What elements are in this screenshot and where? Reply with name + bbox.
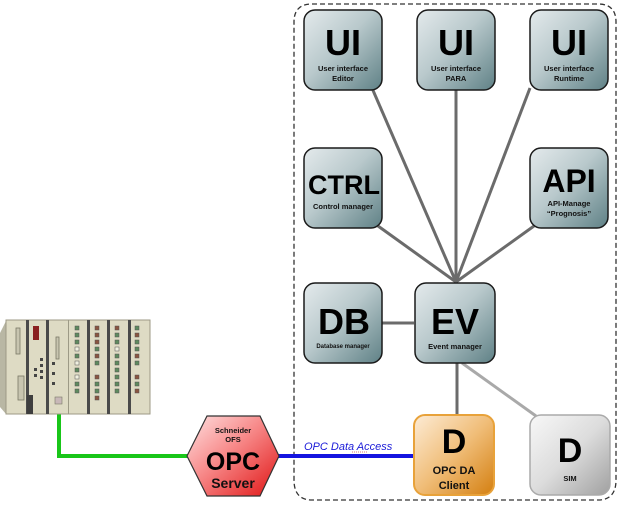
module-title: UI bbox=[325, 22, 361, 63]
plc-led bbox=[114, 388, 120, 394]
system-boundary bbox=[293, 3, 617, 501]
opc-data-access-label: OPC Data Access bbox=[304, 441, 393, 453]
module-title: UI bbox=[438, 22, 474, 63]
plc-led bbox=[94, 374, 100, 380]
plc-led bbox=[74, 325, 80, 331]
plc-led bbox=[134, 332, 140, 338]
module-subtitle: API-Manage bbox=[548, 199, 591, 208]
plc-led bbox=[114, 325, 120, 331]
opc-server-vendor: Schneider bbox=[215, 426, 251, 435]
plc-led bbox=[74, 367, 80, 373]
plc-led bbox=[134, 339, 140, 345]
plc-led bbox=[134, 374, 140, 380]
module-title: CTRL bbox=[308, 170, 380, 200]
plc-led bbox=[74, 346, 80, 352]
plc-led bbox=[74, 381, 80, 387]
plc-led bbox=[114, 381, 120, 387]
module-subtitle: OPC DA bbox=[433, 465, 476, 477]
module-title: UI bbox=[551, 22, 587, 63]
plc-led bbox=[94, 353, 100, 359]
plc-led bbox=[74, 332, 80, 338]
opc-server-title: OPC bbox=[206, 448, 260, 476]
plc-led bbox=[74, 388, 80, 394]
module-d-sim[interactable]: D SIM bbox=[529, 414, 611, 496]
plc-led bbox=[94, 346, 100, 352]
opc-server-subtitle: Server bbox=[211, 475, 255, 491]
plc-led bbox=[134, 381, 140, 387]
plc-led bbox=[94, 325, 100, 331]
plc-led bbox=[134, 325, 140, 331]
module-ui-editor[interactable]: UI User interface Editor bbox=[303, 9, 383, 91]
plc-led bbox=[74, 360, 80, 366]
module-subtitle: Client bbox=[439, 480, 470, 492]
module-title: D bbox=[442, 423, 467, 461]
plc-led bbox=[134, 360, 140, 366]
plc-led bbox=[94, 381, 100, 387]
plc-led bbox=[114, 346, 120, 352]
module-title: DB bbox=[318, 301, 370, 342]
plc-led bbox=[114, 367, 120, 373]
module-subtitle: “Prognosis” bbox=[547, 209, 591, 218]
plc-led bbox=[94, 332, 100, 338]
module-db[interactable]: DB Database manager bbox=[303, 282, 383, 364]
plc-led bbox=[74, 339, 80, 345]
plc-led bbox=[134, 353, 140, 359]
module-subtitle: Runtime bbox=[554, 74, 584, 83]
module-api[interactable]: API API-Manage “Prognosis” bbox=[529, 147, 609, 229]
connector-ev-sim bbox=[461, 361, 537, 418]
plc-led bbox=[74, 353, 80, 359]
module-subtitle: Event manager bbox=[428, 342, 482, 351]
module-title: EV bbox=[431, 301, 479, 342]
plc-led bbox=[114, 339, 120, 345]
plc-led bbox=[94, 388, 100, 394]
module-d-opc-client[interactable]: D OPC DA Client bbox=[413, 414, 495, 496]
plc-led bbox=[134, 388, 140, 394]
module-title: D bbox=[558, 432, 583, 470]
module-title: API bbox=[542, 163, 595, 199]
module-subtitle: PARA bbox=[446, 74, 467, 83]
module-subtitle: SIM bbox=[563, 474, 576, 483]
connector-ui-runtime-ev bbox=[454, 87, 532, 283]
opc-server-product: OFS bbox=[225, 435, 240, 444]
connector-ui-editor-ev bbox=[370, 87, 458, 283]
plc-led bbox=[114, 374, 120, 380]
module-ui-para[interactable]: UI User interface PARA bbox=[416, 9, 496, 91]
fieldbus-cable bbox=[57, 404, 188, 458]
module-subtitle: User interface bbox=[544, 64, 594, 73]
module-ctrl[interactable]: CTRL Control manager bbox=[303, 147, 383, 229]
module-subtitle: User interface bbox=[431, 64, 481, 73]
plc-led bbox=[114, 360, 120, 366]
plc-led bbox=[114, 353, 120, 359]
module-ev[interactable]: EV Event manager bbox=[414, 282, 496, 364]
module-subtitle: Database manager bbox=[316, 344, 370, 350]
connectors bbox=[370, 87, 537, 418]
module-subtitle: User interface bbox=[318, 64, 368, 73]
plc-rack-icon bbox=[0, 319, 151, 415]
module-ui-runtime[interactable]: UI User interface Runtime bbox=[529, 9, 609, 91]
opc-server[interactable]: Schneider OFS OPC Server bbox=[186, 415, 280, 497]
plc-led bbox=[94, 360, 100, 366]
module-subtitle: Control manager bbox=[313, 202, 373, 211]
connector-ctrl-ev bbox=[377, 224, 457, 284]
plc-led bbox=[74, 374, 80, 380]
connector-api-ev bbox=[455, 224, 535, 284]
plc-led bbox=[134, 346, 140, 352]
plc-led bbox=[94, 395, 100, 401]
module-subtitle: Editor bbox=[332, 74, 354, 83]
plc-led bbox=[114, 332, 120, 338]
plc-led bbox=[94, 339, 100, 345]
